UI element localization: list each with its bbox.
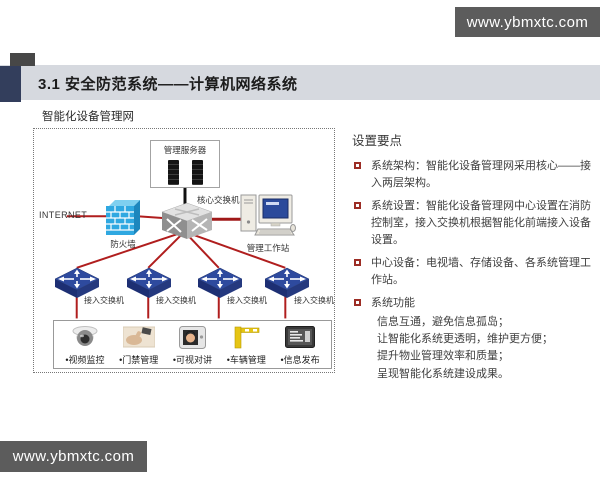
bullet-item: 系统功能 信息互通，避免信息孤岛； 让智能化系统更透明，维护更方便； 提升物业管… [352, 295, 592, 382]
internet-label: INTERNET [39, 210, 88, 220]
header-bar [0, 65, 600, 100]
display-icon [285, 324, 316, 350]
front-end-device-box: •视频监控 •门禁管理 [53, 320, 332, 369]
core-switch-icon [161, 202, 213, 239]
diagram-title: 智能化设备管理网 [42, 111, 134, 123]
bullet-sub-list: 信息互通，避免信息孤岛； 让智能化系统更透明，维护更方便； 提升物业管理效率和质… [377, 314, 553, 382]
bullet-sub-line: 让智能化系统更透明，维护更方便； [377, 333, 553, 346]
server-icons [151, 160, 219, 185]
bullet-text: 系统设置：智能化设备管理网中心设置在消防控制室，接入交换机根据智能化前端接入设备… [371, 200, 591, 247]
access-switch-icon [264, 267, 310, 298]
bullet-square-icon [354, 202, 361, 210]
header-accent-block [0, 66, 21, 102]
device-video-surveillance: •视频监控 [58, 324, 112, 366]
barrier-gate-icon [232, 324, 260, 350]
device-label: •可视对讲 [172, 355, 213, 365]
workstation-icon [240, 194, 296, 236]
dome-camera-icon [72, 324, 98, 350]
intercom-icon [178, 324, 206, 350]
server-group-box: 管理服务器 [150, 140, 220, 188]
panel-heading: 设置要点 [352, 134, 403, 148]
core-switch-label: 核心交换机 [197, 195, 240, 205]
device-label: •信息发布 [280, 355, 320, 365]
access-switch-icon [197, 267, 243, 298]
access-switch-label: 接入交换机 [227, 296, 267, 305]
bullet-text: 系统架构：智能化设备管理网采用核心——接入两层架构。 [371, 160, 591, 190]
watermark-bottom: www.ybmxtc.com [0, 441, 147, 472]
bullet-square-icon [354, 299, 361, 307]
device-video-intercom: •可视对讲 [166, 324, 220, 366]
access-switch-label: 接入交换机 [294, 296, 334, 305]
access-switch-label: 接入交换机 [84, 296, 124, 305]
workstation-label: 管理工作站 [246, 243, 290, 253]
key-points-panel: 设置要点 系统架构：智能化设备管理网采用核心——接入两层架构。 系统设置：智能化… [352, 130, 592, 389]
device-info-publishing: •信息发布 [273, 324, 327, 366]
access-switch-icon [54, 267, 100, 298]
network-diagram: 管理服务器 核心交换机 INTERNET 防火墙 [33, 128, 335, 373]
device-label: •车辆管理 [226, 355, 266, 365]
server-icon [167, 160, 179, 185]
header-corner-square [10, 53, 35, 66]
device-label: •门禁管理 [119, 355, 159, 365]
bullet-text: 系统功能 信息互通，避免信息孤岛； 让智能化系统更透明，维护更方便； 提升物业管… [371, 295, 553, 382]
firewall-icon [106, 200, 140, 235]
bullet-sub-line: 呈现智能化系统建设成果。 [377, 367, 509, 380]
server-icon [191, 160, 203, 185]
access-switch-label: 接入交换机 [156, 296, 196, 305]
bullet-square-icon [354, 259, 361, 267]
access-switch-icon [126, 267, 172, 298]
bullet-sub-line: 提升物业管理效率和质量； [377, 350, 509, 363]
device-label: •视频监控 [65, 355, 105, 365]
bullet-sub-line: 信息互通，避免信息孤岛； [377, 316, 509, 329]
access-control-icon [122, 324, 155, 350]
device-access-control: •门禁管理 [112, 324, 166, 366]
bullet-text-main: 系统功能 [371, 297, 415, 310]
bullet-text: 中心设备：电视墙、存储设备、各系统管理工作站。 [371, 257, 591, 287]
bullet-square-icon [354, 162, 361, 169]
watermark-top: www.ybmxtc.com [455, 7, 600, 37]
server-box-label: 管理服务器 [163, 145, 207, 155]
bullet-item: 系统设置：智能化设备管理网中心设置在消防控制室，接入交换机根据智能化前端接入设备… [352, 198, 592, 249]
device-vehicle-management: •车辆管理 [219, 324, 273, 366]
bullet-item: 系统架构：智能化设备管理网采用核心——接入两层架构。 [352, 158, 592, 192]
page-title: 3.1 安全防范系统——计算机网络系统 [38, 76, 298, 93]
firewall-label: 防火墙 [110, 239, 136, 249]
bullet-item: 中心设备：电视墙、存储设备、各系统管理工作站。 [352, 255, 592, 289]
